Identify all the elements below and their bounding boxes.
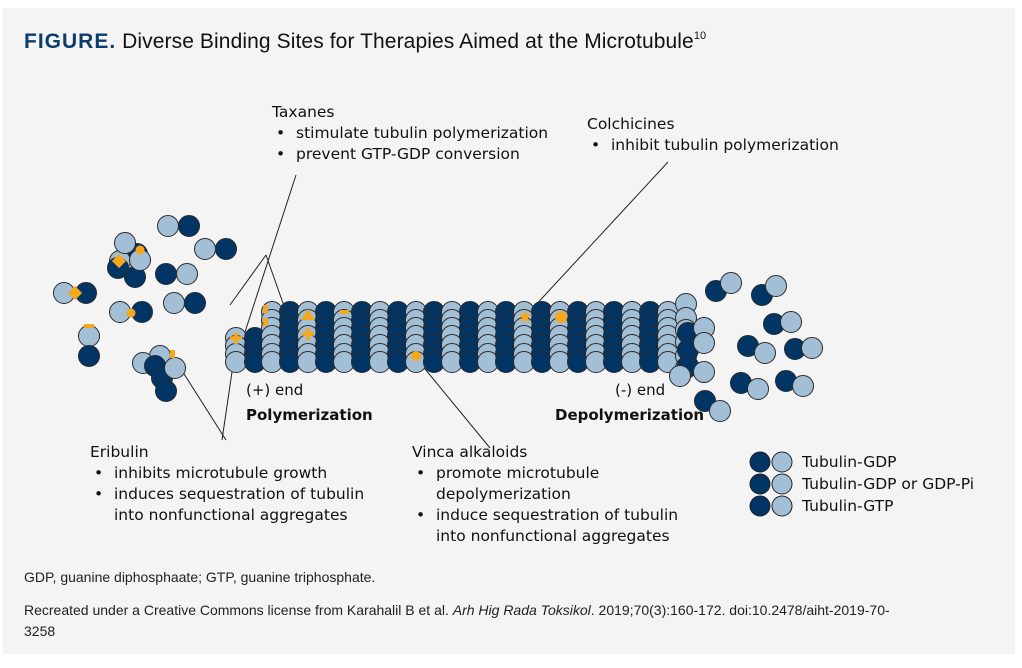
- depolymerization-text: Depolymerization: [555, 406, 705, 424]
- tubulin-light: [163, 292, 185, 314]
- diamond-marker-icon: [67, 285, 83, 301]
- eribulin-label: Eribulin inhibits microtubule growth ind…: [90, 442, 364, 526]
- microtubule-body: [225, 293, 715, 387]
- circle-marker-icon: [126, 308, 136, 318]
- triangle-marker-icon: [301, 309, 315, 320]
- tubulin-light: [792, 375, 814, 397]
- vinca-alkaloids-effects: promote microtubule: [412, 463, 678, 484]
- minus-end-text: (-) end: [615, 381, 666, 399]
- vinca-alkaloids-leader-line: [415, 357, 491, 449]
- vinca-alkaloids-effect: induce sequestration of tubulin: [412, 505, 678, 526]
- eribulin-effects: inhibits microtubule growth induces sequ…: [90, 463, 364, 505]
- colchicines-effects: inhibit tubulin polymerization: [587, 135, 839, 156]
- legend-item-tubulin-gdp-or-gdp-pi: Tubulin-GDP or GDP-Pi: [748, 473, 974, 495]
- tubulin-light: [669, 365, 691, 387]
- tubulin-light: [754, 342, 776, 364]
- taxanes-leader-line: [229, 254, 267, 306]
- legend-label: Tubulin-GDP: [802, 453, 897, 471]
- colchicines-effect: inhibit tubulin polymerization: [587, 135, 839, 156]
- tubulin-light: [709, 400, 731, 422]
- tubulin-dimer-icon: [749, 451, 793, 473]
- taxanes-effects: stimulate tubulin polymerization prevent…: [272, 123, 548, 165]
- tubulin-light: [693, 332, 715, 354]
- bar-marker-icon: [340, 310, 349, 314]
- circle-marker-icon: [135, 245, 145, 255]
- eribulin-effect-continued: into nonfunctional aggregates: [114, 506, 348, 524]
- legend-label: Tubulin-GDP or GDP-Pi: [802, 475, 975, 493]
- figure-label: FIGURE.: [24, 30, 117, 53]
- eribulin-leader-line: [221, 371, 233, 441]
- figure-title-text: Diverse Binding Sites for Therapies Aime…: [122, 30, 694, 53]
- tubulin-light: [693, 361, 715, 383]
- plus-marker-icon: [306, 328, 310, 340]
- tubulin-dark: [78, 345, 100, 367]
- vinca-alkaloids-effect-continued: depolymerization: [436, 485, 571, 503]
- vinca-alkaloids-effect-continued: into nonfunctional aggregates: [436, 527, 670, 545]
- plus-marker-icon: [234, 332, 238, 344]
- legend-item-tubulin-gdp: Tubulin-GDP: [748, 451, 974, 473]
- figure-reference: 10: [693, 30, 707, 42]
- journal-name: Arh Hig Rada Toksikol: [452, 602, 591, 618]
- drug-binding-markers: [67, 245, 567, 361]
- vinca-alkaloids-effects-2: induce sequestration of tubulin: [412, 505, 678, 526]
- taxanes-effect: stimulate tubulin polymerization: [272, 123, 548, 144]
- legend: Tubulin-GDP Tubulin-GDP or GDP-Pi Tubuli…: [748, 451, 974, 517]
- tubulin-dimer-icon: [749, 473, 793, 495]
- tubulin-light: [747, 378, 769, 400]
- vinca-alkaloids-effect: promote microtubule: [412, 463, 678, 484]
- circle-marker-icon: [411, 351, 421, 361]
- tubulin-dark: [155, 380, 177, 402]
- colchicines-name: Colchicines: [587, 115, 675, 133]
- star-marker-icon: [518, 310, 532, 323]
- tubulin-light: [157, 215, 179, 237]
- abbreviations-footnote: GDP, guanine diphosphaate; GTP, guanine …: [24, 569, 376, 585]
- eribulin-effect: induces sequestration of tubulin: [90, 484, 364, 505]
- credit-text: Recreated under a Creative Commons licen…: [24, 602, 453, 618]
- colchicines-leader-line: [519, 161, 669, 323]
- vinca-alkaloids-label: Vinca alkaloids promote microtubule depo…: [412, 442, 678, 547]
- plus-end-label: (+) end Polymerization: [246, 379, 373, 426]
- bar-marker-icon: [84, 324, 94, 328]
- tubulin-light: [114, 232, 136, 254]
- tubulin-light: [780, 311, 802, 333]
- eribulin-effect: inhibits microtubule growth: [90, 463, 364, 484]
- minus-end-label: (-) end Depolymerization: [555, 379, 704, 426]
- tubulin-light: [720, 272, 742, 294]
- eribulin-name: Eribulin: [90, 443, 149, 461]
- credit-footnote: Recreated under a Creative Commons licen…: [24, 600, 890, 642]
- bar-marker-icon: [263, 305, 268, 313]
- tubulin-dark: [184, 292, 206, 314]
- tubulin-light: [765, 275, 787, 297]
- vinca-alkaloids-name: Vinca alkaloids: [412, 443, 528, 461]
- polymerization-text: Polymerization: [246, 406, 373, 424]
- bar-marker-icon: [170, 350, 175, 358]
- tubulin-dimer-icon: [749, 495, 793, 517]
- taxanes-name: Taxanes: [272, 103, 335, 121]
- legend-label: Tubulin-GTP: [802, 497, 894, 515]
- tubulin-light: [164, 357, 186, 379]
- figure-title: FIGURE. Diverse Binding Sites for Therap…: [24, 30, 706, 54]
- plus-end-text: (+) end: [246, 381, 304, 399]
- tubulin-dark: [155, 263, 177, 285]
- credit-continued: 3258: [24, 623, 56, 639]
- tubulin-light: [194, 238, 216, 260]
- taxanes-effect: prevent GTP-GDP conversion: [272, 144, 548, 165]
- bar-marker-icon: [263, 318, 268, 326]
- colchicines-label: Colchicines inhibit tubulin polymerizati…: [587, 114, 839, 156]
- tubulin-light: [78, 325, 100, 347]
- tubulin-light: [225, 351, 247, 373]
- tubulin-light: [801, 337, 823, 359]
- tubulin-dark: [215, 238, 237, 260]
- diamond-marker-icon: [111, 253, 127, 269]
- legend-item-tubulin-gtp: Tubulin-GTP: [748, 495, 974, 517]
- credit-citation: . 2019;70(3):160-172. doi:10.2478/aiht-2…: [590, 602, 890, 618]
- circle-marker-icon: [555, 311, 567, 323]
- taxanes-label: Taxanes stimulate tubulin polymerization…: [272, 102, 548, 165]
- tubulin-dark: [178, 215, 200, 237]
- tubulin-light: [176, 263, 198, 285]
